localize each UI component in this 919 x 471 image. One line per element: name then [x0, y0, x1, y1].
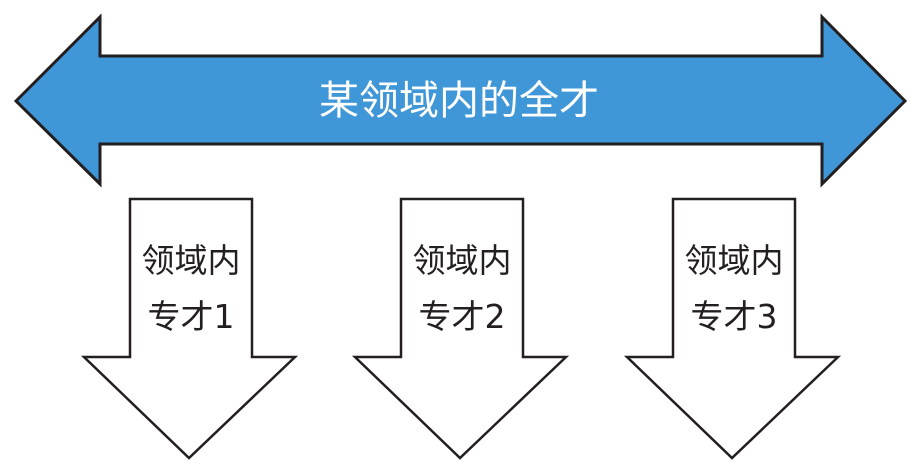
- specialist-arrow-3: 领域内 专才3: [623, 197, 842, 460]
- specialist-arrow-3-shape: [623, 197, 842, 460]
- specialist-2-line2: 专才2: [419, 297, 506, 336]
- specialist-arrow-1-shape: [80, 197, 299, 460]
- specialist-1-line2: 专才1: [148, 297, 235, 336]
- banner-arrow-shape: [13, 13, 908, 188]
- specialist-arrow-2: 领域内 专才2: [351, 197, 570, 460]
- specialist-arrow-1: 领域内 专才1: [80, 197, 299, 460]
- specialist-arrow-2-shape: [351, 197, 570, 460]
- specialist-2-line1: 领域内: [413, 241, 512, 280]
- banner-arrow: 某领域内的全才: [13, 13, 908, 188]
- specialist-1-line1: 领域内: [142, 241, 241, 280]
- banner-label: 某领域内的全才: [319, 78, 599, 124]
- specialist-3-line2: 专才3: [691, 297, 778, 336]
- specialist-3-line1: 领域内: [685, 241, 784, 280]
